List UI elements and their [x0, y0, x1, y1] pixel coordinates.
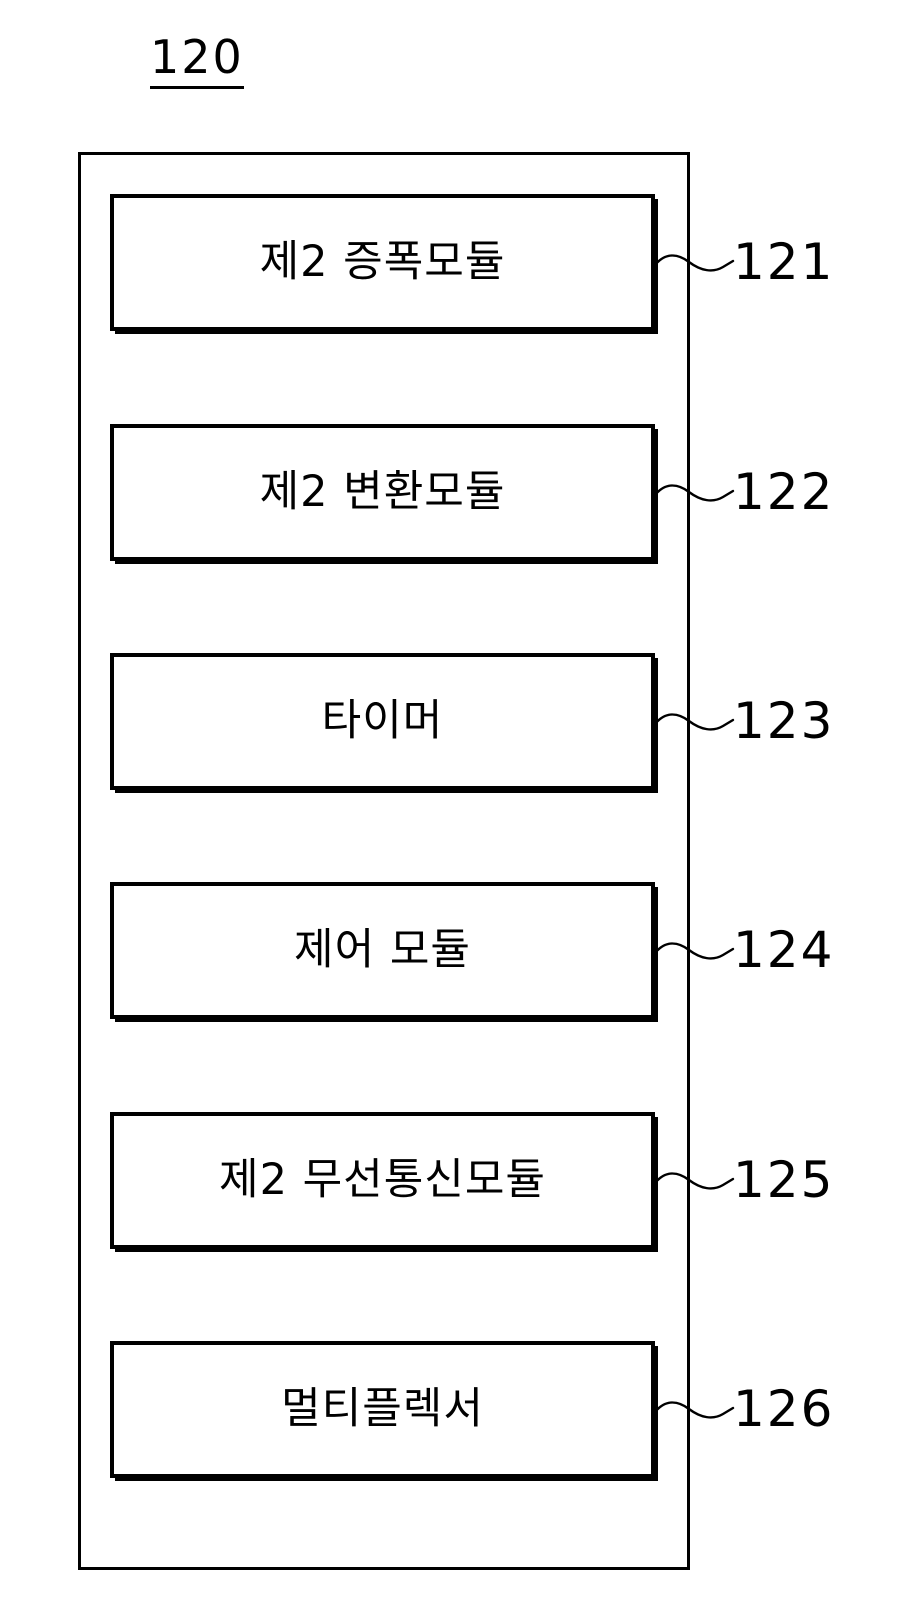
module-label: 멀티플렉서	[281, 1384, 484, 1434]
reference-numeral: 121	[733, 232, 835, 291]
module-label: 제어 모듈	[294, 925, 471, 975]
reference-numeral: 124	[733, 920, 835, 979]
module-box: 제어 모듈	[110, 882, 655, 1019]
reference-numeral: 125	[733, 1150, 835, 1209]
module-box: 제2 증폭모듈	[110, 194, 655, 331]
module-label: 타이머	[321, 696, 444, 746]
reference-numeral: 123	[733, 691, 835, 750]
module-label: 제2 무선통신모듈	[219, 1155, 546, 1205]
figure-number-label: 120	[150, 34, 244, 89]
module-label: 제2 증폭모듈	[259, 237, 506, 287]
reference-numeral: 122	[733, 462, 835, 521]
reference-numeral: 126	[733, 1379, 835, 1438]
outer-container-120	[78, 152, 690, 1570]
module-box: 멀티플렉서	[110, 1341, 655, 1478]
module-box: 제2 무선통신모듈	[110, 1112, 655, 1249]
module-box: 타이머	[110, 653, 655, 790]
module-label: 제2 변환모듈	[259, 467, 506, 517]
module-box: 제2 변환모듈	[110, 424, 655, 561]
